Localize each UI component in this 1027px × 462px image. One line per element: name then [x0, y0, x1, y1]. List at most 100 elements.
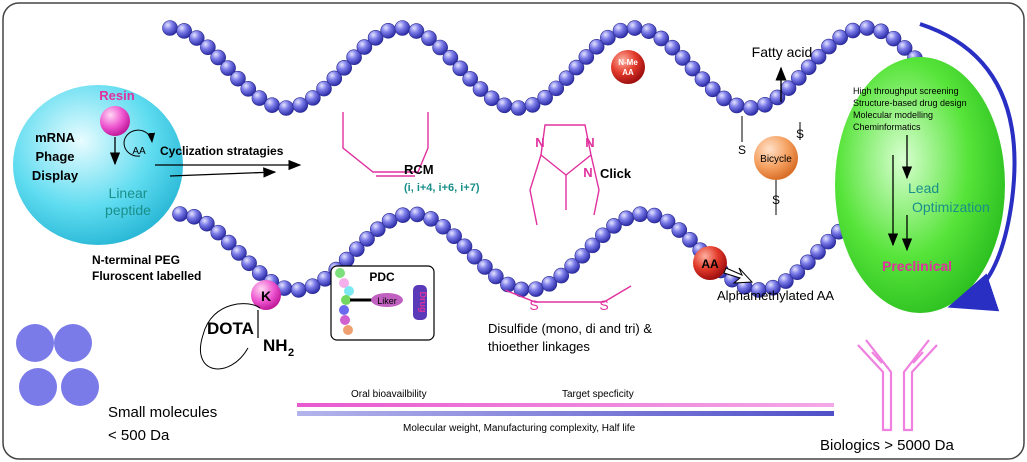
top-chain-bead: [408, 23, 425, 39]
bottom-chain-bead: [528, 281, 544, 297]
bottom-chain-bead: [395, 207, 411, 223]
n-me-aa-bead: [611, 50, 645, 84]
top-chain-bead: [472, 81, 489, 97]
bottom-chain-bead: [241, 255, 257, 272]
bottom-chain-bead: [488, 268, 504, 285]
resin-label: Resin: [99, 88, 134, 103]
bottom-chain-bead: [456, 238, 473, 255]
rcm-positions: (i, i+4, i+6, i+7): [404, 182, 480, 194]
top-chain-bead: [664, 39, 681, 56]
display-line-3: Display: [32, 168, 79, 183]
bottom-chain-bead: [466, 248, 483, 265]
top-chain-bead: [316, 80, 332, 97]
n-me-label-1: N-Me: [618, 58, 638, 67]
bottom-chain-bead: [800, 254, 816, 271]
top-chain-bead: [845, 22, 861, 39]
bottom-chain-bead: [210, 224, 227, 241]
disulfide-s-2: S: [599, 297, 608, 313]
top-chain-bead: [588, 38, 605, 55]
top-chain-bead: [558, 70, 575, 86]
bicycle-label: Bicycle: [760, 154, 792, 165]
top-chain-bead: [640, 23, 657, 39]
top-chain-bead: [716, 90, 732, 107]
panel-item-4: Cheminformatics: [853, 122, 921, 132]
bottom-chain-bead: [765, 279, 781, 296]
bicycle-s-3: S: [772, 193, 780, 207]
top-chain-bead: [790, 70, 807, 86]
bottom-chain-bead: [477, 259, 493, 275]
top-chain-bead: [220, 60, 236, 76]
bicycle-s-1: S: [738, 143, 746, 157]
top-chain-bead: [578, 49, 595, 65]
top-chain-bead: [326, 70, 343, 87]
bottom-chain-bead: [606, 218, 622, 234]
top-chain-bead: [885, 30, 902, 47]
top-chain-bead: [548, 80, 565, 97]
top-chain-bead: [873, 23, 889, 40]
top-chain-bead: [810, 48, 827, 65]
top-chain-bead: [210, 49, 226, 66]
small-molecules-label: Small molecules: [108, 404, 217, 421]
aa-label: AA: [132, 146, 146, 157]
top-chain-bead: [336, 60, 352, 76]
cyclization-label: Cyclization stratagies: [160, 144, 284, 158]
bottom-chain-bead: [220, 234, 237, 251]
top-chain-bead: [728, 97, 745, 114]
nh-subscript: 2: [288, 347, 294, 359]
top-chain-bead: [452, 60, 469, 77]
peg-label: N-terminal PEG: [92, 253, 180, 267]
top-chain-bead: [380, 22, 397, 39]
top-chain-bead: [568, 59, 585, 76]
bottom-chain-bead: [381, 212, 398, 229]
top-chain-bead: [510, 100, 527, 116]
display-circle: [13, 85, 183, 245]
click-triazole: N N N: [529, 124, 600, 226]
top-chain-bead: [832, 29, 848, 46]
biologics-label: Biologics > 5000 Da: [820, 437, 954, 454]
click-n3: N: [583, 165, 592, 180]
top-chain-bead: [162, 20, 178, 36]
n-me-label-2: AA: [622, 68, 634, 77]
pdc-title: PDC: [369, 270, 395, 284]
top-chain-bead: [757, 96, 773, 113]
bioavailability-bar: [297, 403, 834, 407]
dota-label: DOTA: [207, 319, 254, 338]
small-molecule-4: [61, 368, 99, 406]
rcm-label: RCM: [404, 162, 434, 177]
display-line-2: Phage: [35, 149, 74, 164]
alpha-aa-bead: [693, 246, 727, 280]
bottom-chain-bead: [359, 231, 375, 247]
peptide-bead-chains: [162, 20, 934, 298]
small-molecule-3: [19, 368, 57, 406]
top-chain-bead: [432, 39, 448, 56]
bottom-chain-bead: [172, 206, 188, 222]
nh-label: NH: [263, 336, 288, 355]
top-chain-bead: [600, 29, 616, 46]
top-chain-bead: [176, 23, 192, 39]
top-chain-bead: [653, 30, 670, 47]
top-chain-bead: [394, 20, 411, 36]
cyclization-arrow-2: [169, 167, 277, 178]
panel-item-1: High throughput screening: [853, 86, 959, 96]
bottom-chain-bead: [409, 206, 426, 223]
top-chain-bead: [278, 100, 294, 116]
cycle-arrow: [919, 22, 1017, 312]
top-chain-bead: [496, 97, 513, 114]
disulfide-line-1: Disulfide (mono, di and tri) &: [488, 321, 652, 336]
molecular-weight-bar: [297, 411, 834, 416]
bottom-chain-bead: [584, 237, 601, 254]
bottom-chain-bead: [304, 278, 321, 295]
dota-arc: [200, 303, 261, 370]
bottom-chain-bead: [810, 244, 826, 260]
top-chain-bead: [896, 40, 913, 56]
bottom-chain-bead: [348, 241, 365, 257]
panel-item-2: Structure-based drug design: [853, 98, 967, 108]
bottom-chain-bead: [789, 264, 806, 281]
bottom-chain-bead: [646, 207, 663, 224]
alpha-aa-label: AA: [701, 257, 719, 271]
top-chain-bead: [421, 30, 437, 47]
bottom-chain-bead: [778, 273, 794, 289]
disulfide-s-1: S: [529, 297, 538, 313]
bottom-chain-bead: [820, 233, 837, 250]
